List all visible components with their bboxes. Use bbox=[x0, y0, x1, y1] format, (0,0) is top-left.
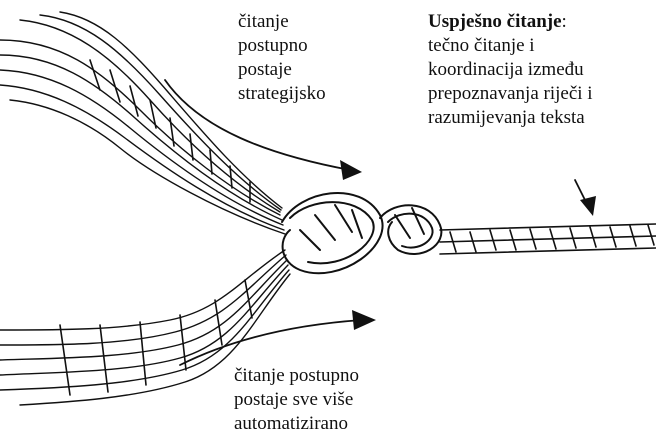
label-line: strategijsko bbox=[238, 82, 326, 106]
label-line: prepoznavanja riječi i bbox=[428, 82, 593, 106]
braid-loops bbox=[282, 193, 441, 273]
label-successful-reading: Uspješno čitanje: tečno čitanje i koordi… bbox=[428, 10, 593, 130]
label-title-suffix: : bbox=[562, 11, 567, 32]
label-line: postupno bbox=[238, 34, 326, 58]
label-title: Uspješno čitanje bbox=[428, 11, 562, 32]
arrow-bottom-head bbox=[352, 310, 376, 330]
arrow-right-head bbox=[580, 196, 596, 216]
label-line: automatizirano bbox=[234, 412, 359, 436]
label-line: razumijevanja teksta bbox=[428, 106, 593, 130]
arrow-top-head bbox=[340, 160, 362, 180]
label-automatic-reading: čitanje postupno postaje sve više automa… bbox=[234, 364, 359, 436]
label-line: tečno čitanje i bbox=[428, 34, 593, 58]
label-line: postaje sve više bbox=[234, 388, 359, 412]
label-strategic-reading: čitanje postupno postaje strategijsko bbox=[238, 10, 326, 106]
converged-rope bbox=[440, 224, 656, 254]
label-title-line: Uspješno čitanje: bbox=[428, 10, 593, 34]
label-line: čitanje postupno bbox=[234, 364, 359, 388]
label-line: čitanje bbox=[238, 10, 326, 34]
label-line: koordinacija između bbox=[428, 58, 593, 82]
label-line: postaje bbox=[238, 58, 326, 82]
